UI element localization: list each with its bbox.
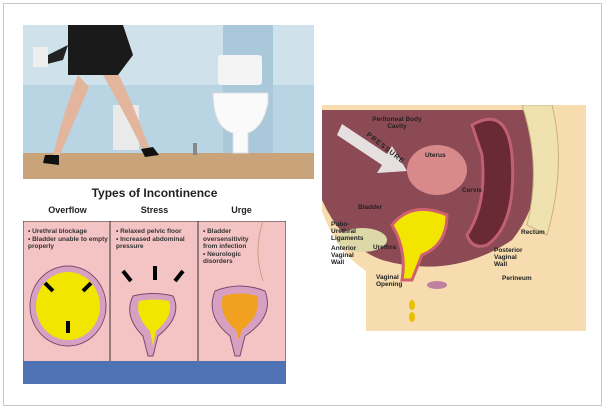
column-heading-urge: Urge <box>231 205 252 215</box>
stress-bullets: • Relaxed pelvic floor • Increased abdom… <box>116 228 198 251</box>
label-cervix: Cervix <box>462 187 482 194</box>
photo-woman-walking-to-toilet <box>23 25 314 179</box>
bullet: • Neurologic disorders <box>203 250 242 266</box>
label-vaginal-opening: Vaginal Opening <box>376 274 403 288</box>
bullet: • Bladder unable to empty properly <box>28 235 108 251</box>
label-bladder: Bladder <box>358 204 383 211</box>
label-posterior-vaginal-wall: Posterior Vaginal Wall <box>494 247 523 268</box>
column-heading-stress: Stress <box>140 205 169 215</box>
label-peritoneal-body-cavity: Peritoneal Body Cavity <box>372 116 422 130</box>
pelvic-anatomy-diagram: Peritoneal Body Cavity PRESSURE Uterus C… <box>322 104 586 331</box>
types-of-incontinence-diagram: Types of Incontinence Overflow Stress Ur… <box>23 183 286 384</box>
label-urethra: Urethra <box>373 244 397 251</box>
overflow-bullets: • Urethral blockage • Bladder unable to … <box>28 228 110 251</box>
label-uterus: Uterus <box>425 152 446 159</box>
label-pubo-urethral-ligaments: Pubo-Urethral Ligaments <box>331 221 364 242</box>
bullet: • Urethral blockage <box>28 228 87 235</box>
label-perineum: Perineum <box>502 275 532 282</box>
bullet: • Increased abdominal pressure <box>116 235 185 251</box>
diagram-title: Types of Incontinence <box>91 186 218 200</box>
label-anterior-vaginal-wall: Anterior Vaginal Wall <box>331 245 357 266</box>
urge-bullets: • Bladder oversensitivity from infection… <box>203 228 258 266</box>
bullet: • Bladder oversensitivity from infection <box>203 228 249 250</box>
column-heading-overflow: Overflow <box>48 205 87 215</box>
label-rectum: Rectum <box>521 229 545 236</box>
bullet: • Relaxed pelvic floor <box>116 228 182 235</box>
